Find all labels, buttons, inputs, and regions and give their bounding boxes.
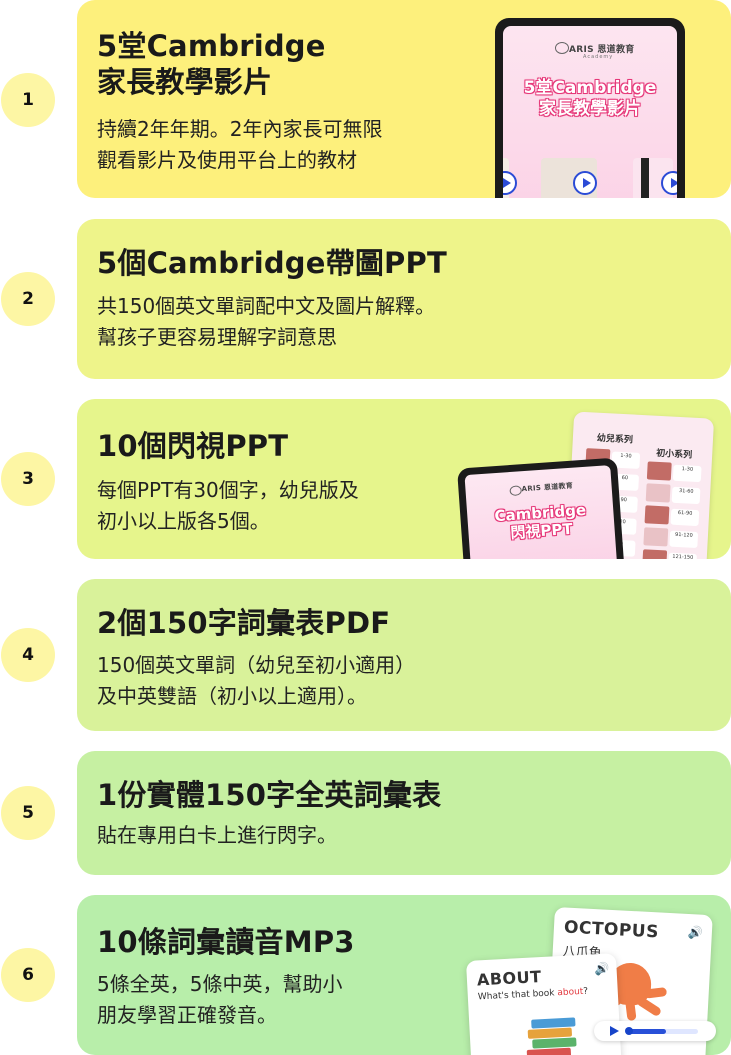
number-badge: 2 [1, 272, 55, 326]
feature-title: 5堂Cambridge 家長教學影片 [97, 29, 326, 99]
feature-title: 2個150字詞彙表PDF [97, 606, 391, 640]
audio-progress-knob[interactable] [625, 1027, 633, 1035]
feature-card: 1份實體150字全英詞彙表 貼在專用白卡上進行閃字。 [77, 751, 731, 875]
promo-text: Cambridge 閃視PPT [493, 500, 587, 543]
play-icon [503, 171, 517, 195]
brand-logo: ARIS 恩道教育 [521, 481, 574, 494]
fish-logo-icon [509, 485, 523, 497]
feature-row-3: 3 10個閃視PPT 每個PPT有30個字，幼兒版及 初小以上版各5個。 幼兒系… [0, 399, 731, 559]
play-icon[interactable] [610, 1026, 619, 1036]
audio-player[interactable] [594, 1021, 716, 1041]
feature-title: 5個Cambridge帶圖PPT [97, 246, 447, 280]
sheet-heading-left: 幼兒系列 [596, 433, 634, 446]
card-sentence: What's that book about? [477, 986, 589, 1003]
speaker-icon[interactable]: 🔊 [687, 924, 704, 940]
book-stack-illustration [466, 953, 616, 1055]
number-badge: 1 [1, 73, 55, 127]
feature-description: 共150個英文單詞配中文及圖片解釋。 幫孩子更容易理解字詞意思 [97, 294, 436, 349]
feature-card: 10個閃視PPT 每個PPT有30個字，幼兒版及 初小以上版各5個。 幼兒系列 … [77, 399, 731, 559]
feature-title: 1份實體150字全英詞彙表 [97, 778, 442, 812]
fish-logo-icon [555, 42, 569, 54]
feature-row-6: 6 10條詞彙讀音MP3 5條全英，5條中英，幫助小 朋友學習正確發音。 OCT… [0, 895, 731, 1055]
audio-progress-fill [626, 1029, 666, 1034]
feature-card: 5個Cambridge帶圖PPT 共150個英文單詞配中文及圖片解釋。 幫孩子更… [77, 219, 731, 379]
feature-description: 貼在專用白卡上進行閃字。 [97, 823, 337, 847]
feature-card: 5堂Cambridge 家長教學影片 持續2年年期。2年內家長可無限 觀看影片及… [77, 0, 731, 198]
brand-logo-sub: Academy [583, 54, 614, 60]
feature-description: 每個PPT有30個字，幼兒版及 初小以上版各5個。 [97, 478, 359, 533]
promo-text: 5堂Cambridge 家長教學影片 [523, 78, 657, 119]
feature-title: 10個閃視PPT [97, 429, 289, 463]
feature-row-1: 1 5堂Cambridge 家長教學影片 持續2年年期。2年內家長可無限 觀看影… [0, 0, 731, 200]
feature-description: 5條全英，5條中英，幫助小 朋友學習正確發音。 [97, 972, 343, 1027]
tablet-illustration: ARIS 恩道教育 Cambridge 閃視PPT [457, 457, 625, 559]
number-badge: 3 [1, 452, 55, 506]
tablet-illustration: ARIS 恩道教育 Academy 5堂Cambridge 家長教學影片 [495, 18, 685, 198]
play-icon [661, 171, 677, 195]
feature-card: 10條詞彙讀音MP3 5條全英，5條中英，幫助小 朋友學習正確發音。 OCTOP… [77, 895, 731, 1055]
number-badge: 6 [1, 948, 55, 1002]
feature-title: 10條詞彙讀音MP3 [97, 925, 355, 959]
number-badge: 4 [1, 628, 55, 682]
feature-row-2: 2 5個Cambridge帶圖PPT 共150個英文單詞配中文及圖片解釋。 幫孩… [0, 219, 731, 379]
feature-row-4: 4 2個150字詞彙表PDF 150個英文單詞（幼兒至初小適用） 及中英雙語（初… [0, 579, 731, 731]
brand-logo: ARIS 恩道教育 [569, 45, 635, 55]
feature-row-5: 5 1份實體150字全英詞彙表 貼在專用白卡上進行閃字。 [0, 751, 731, 875]
feature-description: 持續2年年期。2年內家長可無限 觀看影片及使用平台上的教材 [97, 117, 383, 172]
number-badge: 5 [1, 786, 55, 840]
feature-description: 150個英文單詞（幼兒至初小適用） 及中英雙語（初小以上適用）。 [97, 653, 416, 708]
card-word: ABOUT [476, 967, 542, 990]
card-word: OCTOPUS [563, 917, 660, 943]
sheet-heading-right: 初小系列 [655, 448, 693, 461]
play-icon [573, 171, 597, 195]
speaker-icon[interactable]: 🔊 [594, 961, 610, 977]
audio-progress-track[interactable] [626, 1029, 698, 1034]
feature-card: 2個150字詞彙表PDF 150個英文單詞（幼兒至初小適用） 及中英雙語（初小以… [77, 579, 731, 731]
